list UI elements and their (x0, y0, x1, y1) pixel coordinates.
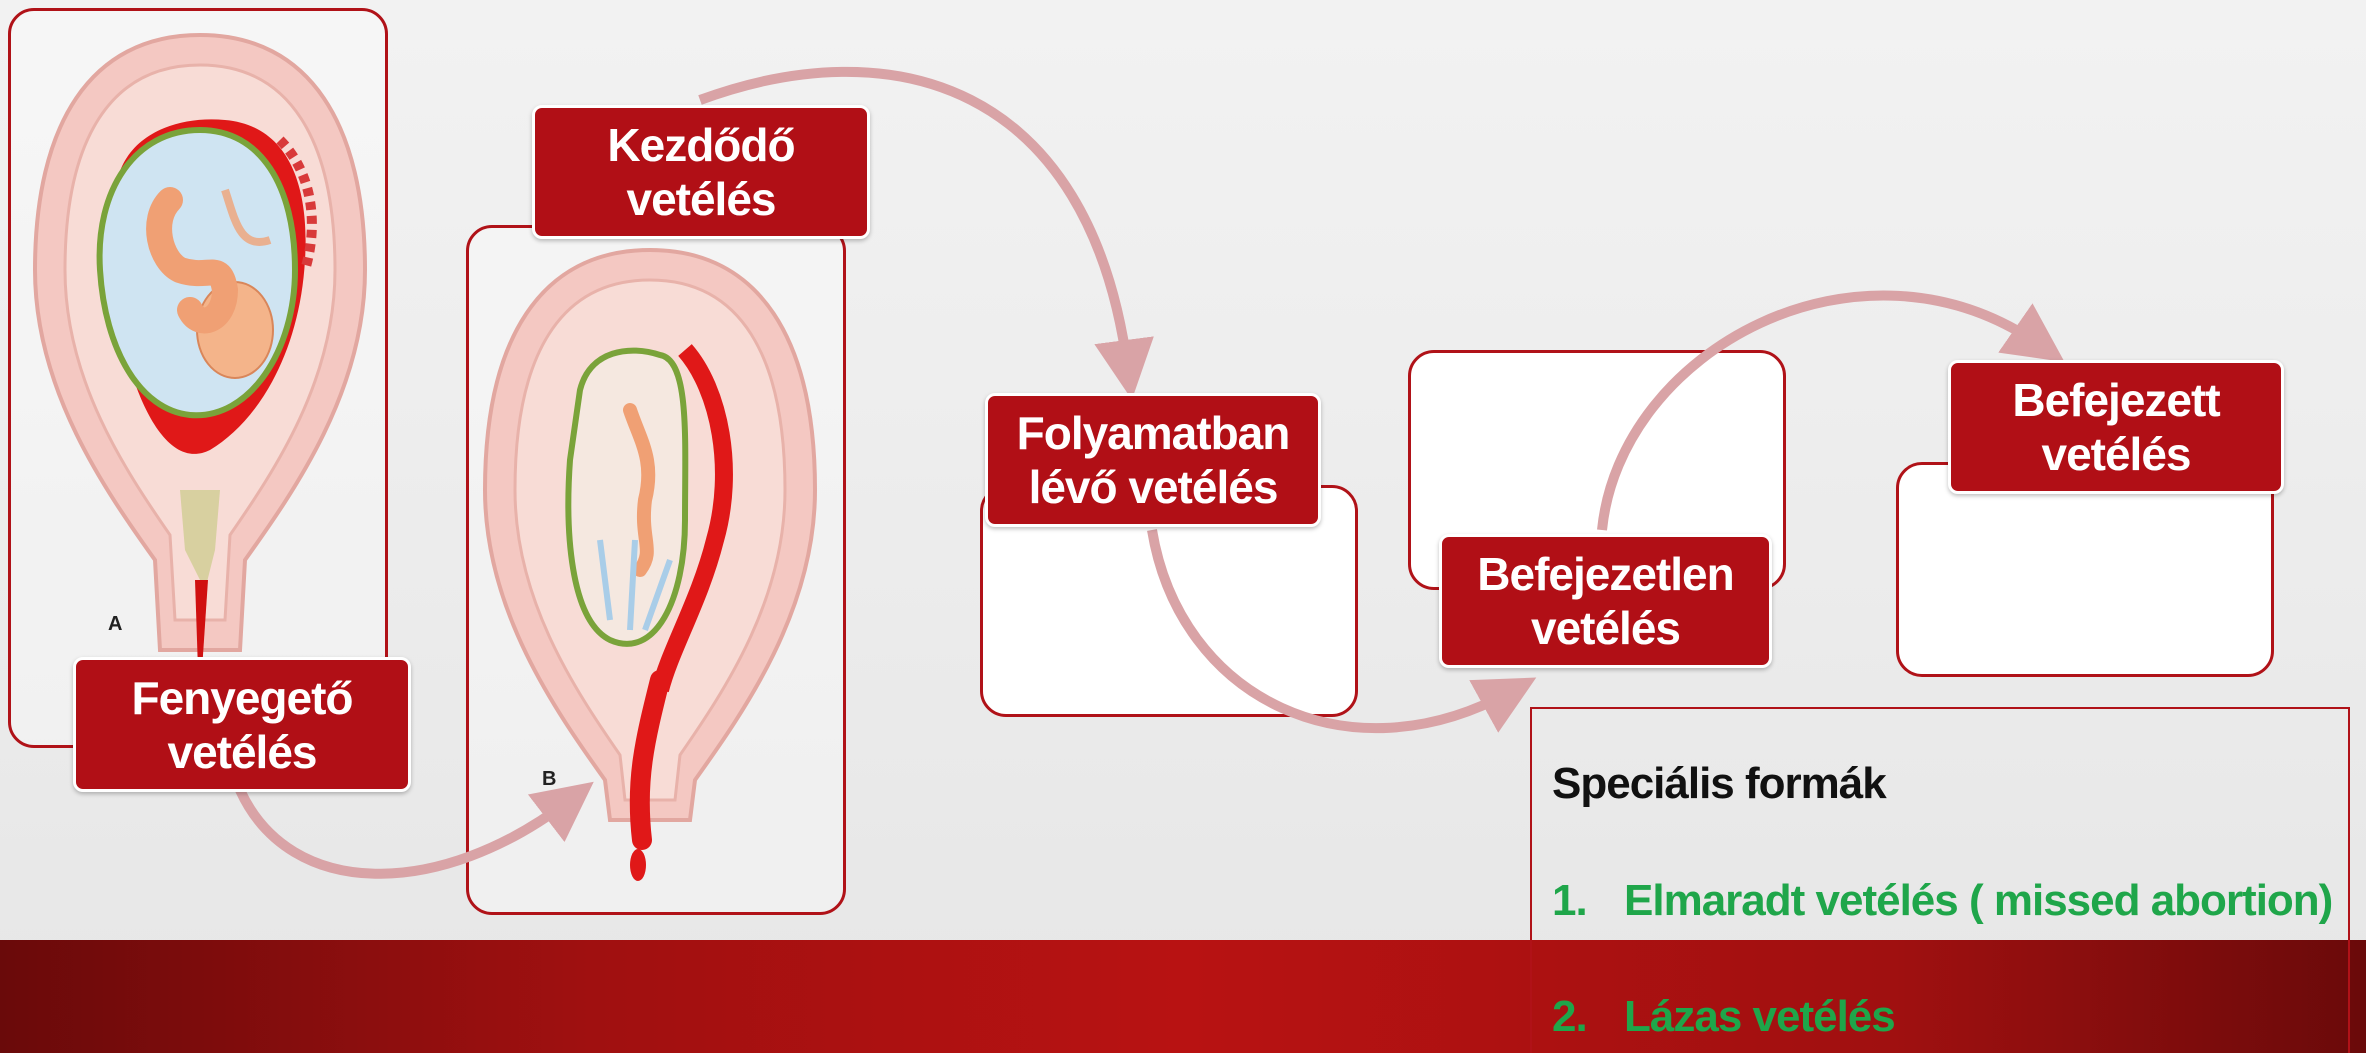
special-forms-item-1-num: 1. (1552, 876, 1624, 926)
special-forms-item-2-text: Lázas vetélés (1624, 992, 1895, 1041)
label-complete-text: Befejezett vetélés (2012, 373, 2219, 481)
label-in-progress: Folyamatban lévő vetélés (985, 393, 1321, 527)
label-complete: Befejezett vetélés (1948, 360, 2284, 494)
special-forms-item-2: 2.Lázas vetélés (1552, 992, 1895, 1042)
label-in-progress-text: Folyamatban lévő vetélés (1017, 406, 1290, 514)
label-threatened-text: Fenyegető vetélés (131, 671, 352, 779)
curved-arrow-1 (240, 790, 570, 874)
special-forms-item-2-num: 2. (1552, 992, 1624, 1042)
label-incomplete-text: Befejezetlen vetélés (1477, 547, 1733, 655)
special-forms-title: Speciális formák (1552, 759, 1886, 809)
special-forms-item-1: 1.Elmaradt vetélés ( missed abortion) (1552, 876, 2332, 926)
label-beginning: Kezdődő vetélés (532, 105, 870, 239)
label-threatened: Fenyegető vetélés (73, 657, 411, 792)
label-incomplete: Befejezetlen vetélés (1439, 534, 1772, 668)
special-forms-item-1-text: Elmaradt vetélés ( missed abortion) (1624, 876, 2332, 925)
special-forms-box: Speciális formák 1.Elmaradt vetélés ( mi… (1530, 707, 2350, 1053)
label-beginning-text: Kezdődő vetélés (607, 118, 794, 226)
